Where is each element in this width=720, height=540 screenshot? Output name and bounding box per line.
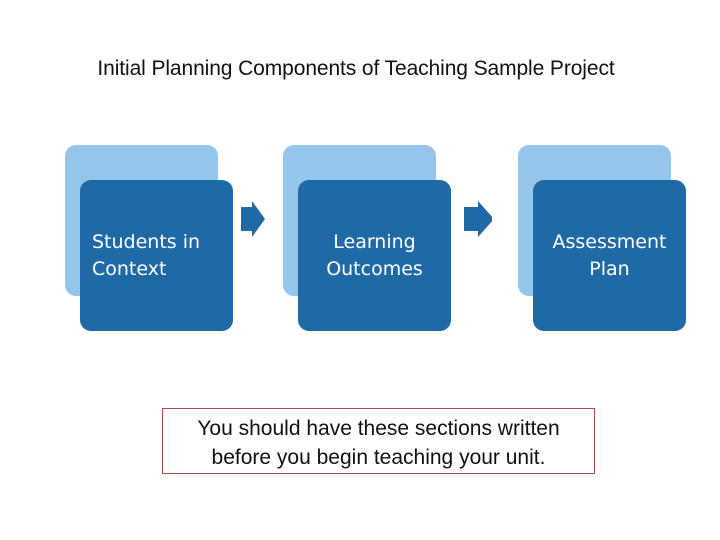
step-2-line-2: Outcomes <box>326 257 423 280</box>
step-2-line-1: Learning <box>333 230 416 253</box>
step-3-line-1: Assessment <box>552 230 667 253</box>
step-1-line-1: Students in <box>92 230 201 253</box>
step-3-box: Assessment Plan <box>533 180 686 331</box>
page-title: Initial Planning Components of Teaching … <box>97 57 615 80</box>
step-2-box: Learning Outcomes <box>298 180 451 331</box>
note-line-2: before you begin teaching your unit. <box>211 446 546 469</box>
step-3-line-2: Plan <box>589 257 630 280</box>
step-1-box: Students in Context <box>80 180 233 331</box>
arrow-right-icon <box>464 201 492 237</box>
arrow-right-icon <box>241 201 265 237</box>
step-1-line-2: Context <box>92 257 167 280</box>
note-box: You should have these sections written b… <box>162 408 595 474</box>
note-line-1: You should have these sections written <box>197 417 560 440</box>
